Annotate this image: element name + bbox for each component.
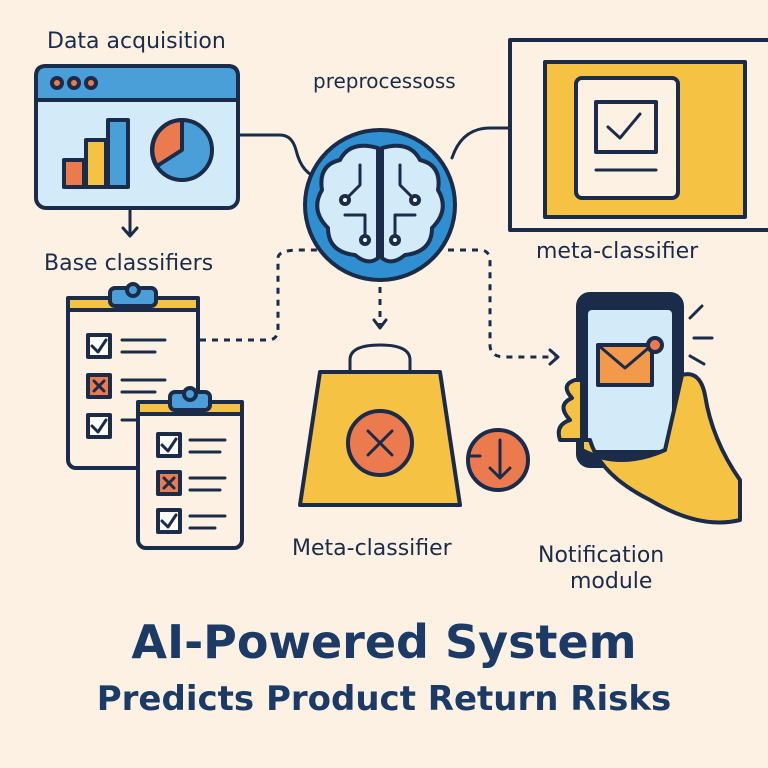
label-preprocessing: preprocessoss [313,69,456,93]
arrow-head-bag [372,318,388,330]
hand-icon [556,372,742,525]
title-line2: Predicts Product Return Risks [97,679,671,719]
arrow-head-phone [548,348,560,366]
dashed-brain-to-phone [448,248,555,359]
title-line1: AI-Powered System [131,615,636,669]
label-base-classifiers: Base classifiers [44,251,213,276]
connector-data-to-brain [236,133,322,180]
label-meta-classifier-top: meta-classifier [536,239,699,264]
label-notification-line1: Notification [538,543,664,568]
label-meta-classifier-bottom: Meta-classifier [292,536,453,561]
arrow-data-to-base [121,206,139,238]
brain-icon [303,128,457,282]
data-acquisition-window-icon [34,64,240,210]
clipboard-icon [136,386,244,550]
dashed-base-to-brain [200,248,320,342]
label-notification-line2: module [570,569,652,594]
meta-classifier-card-icon [508,38,768,232]
label-data-acquisition: Data acquisition [47,29,226,54]
down-arrow-badge-icon [466,428,530,492]
shopping-bag-icon [298,343,462,507]
